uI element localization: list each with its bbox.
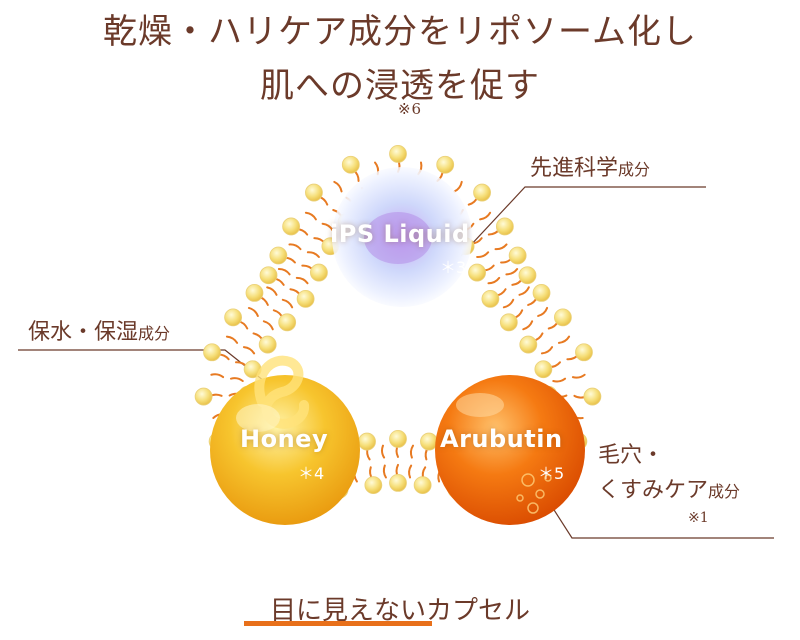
lipid-head — [468, 263, 486, 282]
lipid-head — [583, 387, 602, 406]
lipid-head — [364, 476, 383, 495]
lipid-tail — [277, 268, 291, 276]
lipid-head — [358, 432, 376, 451]
lipid-head — [534, 360, 553, 379]
lipid-head — [389, 429, 407, 448]
lipid-tail — [266, 286, 278, 296]
lipid-head — [519, 335, 538, 354]
lipid-head — [224, 308, 243, 327]
lipid-tail — [557, 335, 571, 344]
lipid-tail — [502, 298, 515, 309]
lipid-tail — [288, 243, 302, 251]
label-pore-note: ※1 — [688, 510, 709, 526]
lipid-tail — [382, 464, 387, 479]
lipid-tail — [487, 276, 501, 285]
arubutin-name: Arubutin — [440, 425, 563, 453]
lipid-tail — [505, 268, 519, 276]
lipid-head — [499, 313, 518, 332]
lipid-head — [436, 155, 455, 174]
honey-highlight — [236, 404, 280, 432]
lipid-tail — [552, 377, 567, 383]
lipid-tail — [522, 320, 534, 331]
lipid-tail — [306, 251, 320, 258]
honey-mark: ＊4 — [298, 464, 325, 483]
lipid-tail — [210, 373, 225, 379]
heading-line-2: 肌への浸透を促す — [260, 66, 540, 106]
lipid-head — [194, 387, 213, 406]
lipid-tail — [453, 180, 463, 193]
lipid-head — [389, 473, 407, 492]
lipid-tail — [479, 211, 492, 221]
lipid-tail — [408, 464, 413, 479]
ips-liquid-core — [364, 212, 432, 264]
label-pore-main: くすみケア — [598, 478, 709, 503]
lipid-tail — [304, 211, 317, 221]
lipid-head — [389, 144, 407, 163]
heading-note: ※6 — [397, 100, 423, 118]
label-pore-line-1: 毛穴・ — [598, 443, 665, 468]
label-advanced-science: 先進科学成分 — [530, 150, 650, 182]
lipid-tail — [295, 276, 309, 285]
label-advanced-small: 成分 — [618, 160, 651, 179]
lipid-head — [278, 313, 297, 332]
lipid-head — [245, 283, 264, 302]
lipid-tail — [229, 377, 244, 382]
lipid-head — [258, 335, 277, 354]
arubutin-mark: ＊5 — [538, 464, 565, 483]
label-pore-line-2: くすみケア成分 — [598, 472, 740, 504]
lipid-head — [508, 246, 527, 265]
lipid-tail — [247, 306, 259, 317]
label-advanced-main: 先進科学 — [530, 156, 619, 181]
lipid-head — [259, 266, 278, 285]
lipid-head — [296, 289, 315, 308]
lipid-tail — [321, 222, 334, 232]
honey-name: Honey — [240, 425, 329, 453]
lipid-head — [481, 289, 500, 308]
lipid-head — [518, 266, 537, 285]
lipid-head — [282, 217, 301, 236]
lipid-tail — [571, 373, 586, 379]
lipid-tail — [333, 180, 343, 193]
lipid-tail — [518, 286, 530, 296]
lipid-head — [413, 476, 432, 495]
label-pore-small: 成分 — [708, 482, 741, 501]
lipid-head — [473, 183, 491, 202]
lipid-tail — [494, 243, 508, 251]
lipid-head — [341, 155, 360, 174]
lipid-tail — [476, 251, 490, 259]
lipid-tail — [225, 335, 239, 344]
leader-line-advanced — [454, 186, 706, 263]
lipid-head — [495, 217, 514, 236]
label-moisture-small: 成分 — [138, 324, 171, 343]
lipid-head — [310, 263, 328, 282]
label-moisture: 保水・保湿成分 — [28, 314, 170, 346]
ips-liquid-mark: ＊3 — [440, 258, 467, 277]
lipid-head — [575, 343, 593, 362]
label-moisture-main: 保水・保湿 — [28, 320, 139, 345]
lipid-tail — [409, 444, 415, 459]
lipid-head — [269, 246, 288, 265]
lipid-head — [553, 308, 572, 327]
lipid-tail — [281, 298, 294, 309]
lipid-tail — [540, 346, 554, 355]
lipid-tail — [380, 444, 386, 459]
caption-underline — [244, 621, 432, 626]
lipid-head — [532, 283, 551, 302]
honey-drop-swirl — [254, 355, 309, 429]
arubutin-highlight — [456, 393, 504, 417]
lipid-tail — [242, 346, 256, 355]
lipid-head — [420, 432, 438, 451]
ips-liquid-name: iPS Liquid — [330, 220, 470, 248]
arubutin-bubbles — [516, 473, 552, 514]
heading-line-1: 乾燥・ハリケア成分をリポソーム化し — [103, 12, 697, 52]
lipid-tail — [262, 320, 274, 331]
lipid-tail — [537, 306, 549, 317]
lipid-head — [203, 343, 221, 362]
lipid-head — [305, 183, 323, 202]
